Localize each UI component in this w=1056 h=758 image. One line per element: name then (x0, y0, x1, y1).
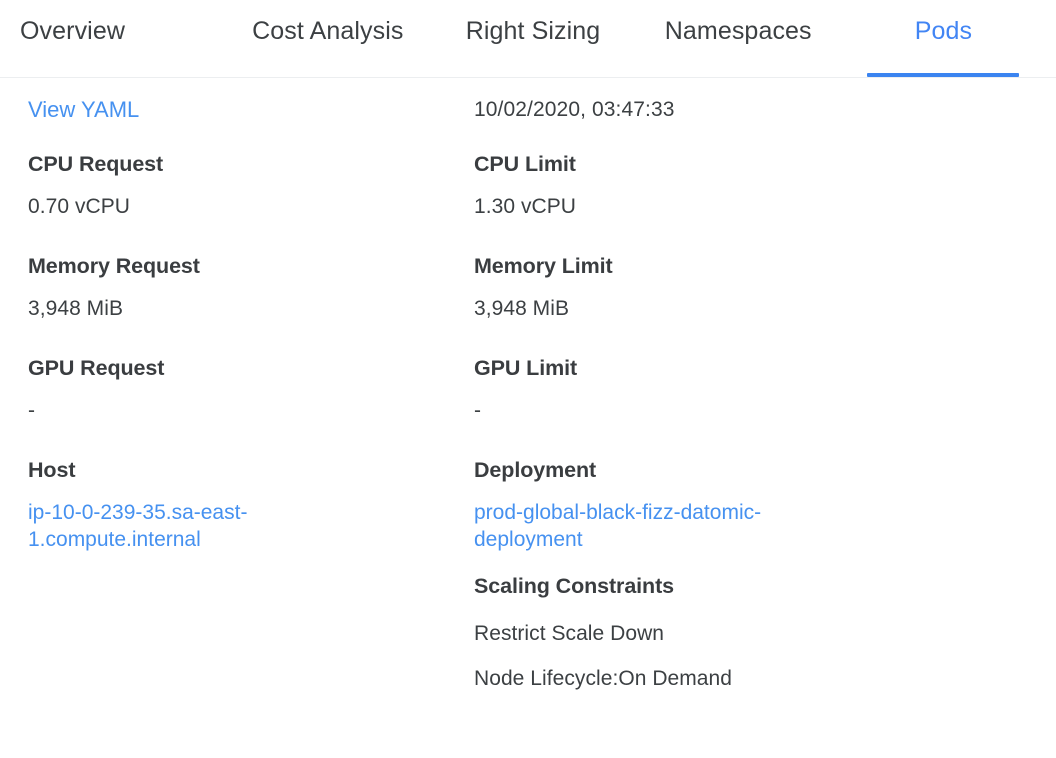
detail-column-left: View YAML CPU Request 0.70 vCPU Memory R… (0, 78, 437, 554)
field-gpu-request: GPU Request - (28, 356, 437, 458)
gpu-request-label: GPU Request (28, 356, 165, 380)
cpu-request-label: CPU Request (28, 152, 164, 176)
field-gpu-limit: GPU Limit - (474, 356, 874, 458)
detail-columns: View YAML CPU Request 0.70 vCPU Memory R… (0, 78, 1056, 693)
scaling-constraint-item: Node Lifecycle:On Demand (474, 667, 732, 691)
cpu-limit-value: 1.30 vCPU (474, 194, 576, 218)
field-deployment: Deployment prod-global-black-fizz-datomi… (474, 458, 874, 554)
cpu-limit-label: CPU Limit (474, 152, 576, 176)
detail-column-right: 10/02/2020, 03:47:33 CPU Limit 1.30 vCPU… (437, 78, 874, 693)
tab-overview[interactable]: Overview (0, 0, 225, 77)
field-memory-limit: Memory Limit 3,948 MiB (474, 254, 874, 356)
gpu-limit-value: - (474, 398, 482, 422)
gpu-limit-label: GPU Limit (474, 356, 578, 380)
field-cpu-request: CPU Request 0.70 vCPU (28, 152, 437, 254)
tab-pods-label: Pods (914, 17, 973, 45)
tab-cost-analysis-label: Cost Analysis (252, 17, 404, 45)
tab-pods[interactable]: Pods (841, 0, 1046, 77)
tab-namespaces-label: Namespaces (664, 17, 812, 45)
pod-timestamp: 10/02/2020, 03:47:33 (474, 98, 675, 121)
view-yaml-link[interactable]: View YAML (28, 97, 140, 122)
host-link[interactable]: ip-10-0-239-35.sa-east-1.compute.interna… (28, 500, 248, 551)
tab-list: Overview Cost Analysis Right Sizing Name… (0, 0, 1056, 77)
gpu-request-value: - (28, 398, 36, 422)
scaling-constraint-item: Restrict Scale Down (474, 622, 665, 646)
host-label: Host (28, 458, 76, 482)
memory-limit-label: Memory Limit (474, 254, 613, 278)
memory-request-label: Memory Request (28, 254, 200, 278)
tab-cost-analysis[interactable]: Cost Analysis (225, 0, 430, 77)
field-memory-request: Memory Request 3,948 MiB (28, 254, 437, 356)
cpu-request-value: 0.70 vCPU (28, 194, 130, 218)
tab-pods-underline (867, 73, 1020, 77)
memory-request-value: 3,948 MiB (28, 296, 124, 320)
tab-right-sizing-label: Right Sizing (465, 17, 601, 45)
tab-bar: Overview Cost Analysis Right Sizing Name… (0, 0, 1056, 78)
scaling-constraints-label: Scaling Constraints (474, 573, 674, 598)
tab-right-sizing[interactable]: Right Sizing (430, 0, 635, 77)
tab-namespaces[interactable]: Namespaces (636, 0, 841, 77)
timestamp-row: 10/02/2020, 03:47:33 (474, 90, 874, 152)
pod-detail-content: View YAML CPU Request 0.70 vCPU Memory R… (0, 78, 1056, 758)
deployment-link[interactable]: prod-global-black-fizz-datomic-deploymen… (474, 500, 762, 551)
view-yaml-row: View YAML (28, 90, 437, 152)
field-scaling-constraints: Scaling Constraints Restrict Scale Down … (474, 574, 874, 694)
field-host: Host ip-10-0-239-35.sa-east-1.compute.in… (28, 458, 437, 554)
tab-overview-label: Overview (20, 17, 125, 45)
deployment-label: Deployment (474, 458, 597, 482)
field-cpu-limit: CPU Limit 1.30 vCPU (474, 152, 874, 254)
memory-limit-value: 3,948 MiB (474, 296, 570, 320)
